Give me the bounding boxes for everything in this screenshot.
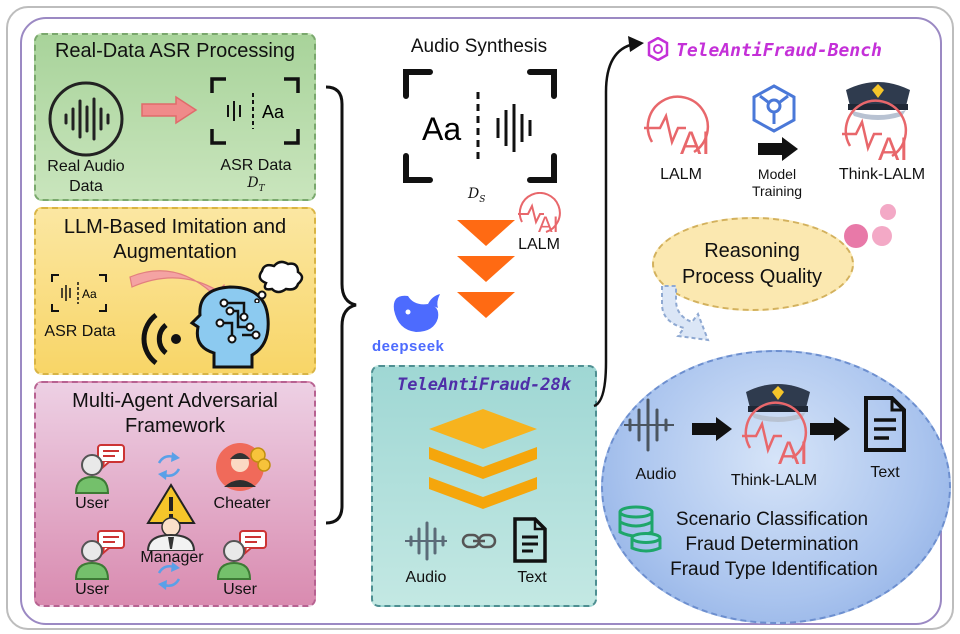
- flow-text-label: Text: [870, 464, 900, 481]
- asr-small-aa: Aa: [82, 287, 97, 301]
- link-icon: [461, 533, 497, 549]
- ds-symbol: DS: [468, 186, 486, 205]
- real-data-panel: Real-Data ASR Processing Real Audio Data…: [34, 33, 316, 201]
- user-label-bottom-left: User: [75, 581, 109, 598]
- manager-icon: [146, 483, 196, 551]
- asr-aa-text: Aa: [262, 102, 285, 122]
- model-training-icon: [752, 84, 796, 133]
- reasoning-text: Reasoning Process Quality: [681, 240, 823, 288]
- curly-brace: [325, 85, 357, 525]
- flow-audio-label: Audio: [635, 466, 677, 483]
- flow-document-icon: [864, 396, 906, 452]
- flow-think-label: Think-LALM: [730, 472, 818, 489]
- bench-title: TeleAntiFraud-Bench: [676, 40, 882, 61]
- synthesis-aa-text: Aa: [422, 111, 461, 147]
- inner-frame: [20, 17, 942, 625]
- pink-bubbles-icon: [844, 204, 896, 248]
- flow-think-ai-text: AI: [778, 435, 808, 470]
- dashed-down-arrow: [661, 285, 710, 342]
- flow-think-lalm-icon: AI: [742, 384, 810, 470]
- bench-lalm-label: LALM: [660, 166, 702, 183]
- think-ai-text: AI: [878, 131, 908, 166]
- cheater-label: Cheater: [213, 495, 271, 512]
- user-icon: [216, 530, 267, 580]
- asr-frame-icon: Aa: [210, 77, 300, 145]
- llm-panel: LLM-Based Imitation and Augmentation Aa …: [34, 207, 316, 375]
- signal-icon: [141, 313, 181, 365]
- training-arrow-icon: [758, 137, 798, 161]
- dataset-title: TeleAntiFraud-28k: [397, 375, 571, 395]
- think-lalm-label: Think-LALM: [838, 166, 926, 183]
- flow-audio-icon: [624, 398, 674, 452]
- task-fraud-determination: Fraud Determination: [685, 534, 859, 555]
- bench-badge-icon: [647, 37, 669, 61]
- multi-agent-panel: Multi-Agent Adversarial Framework User C…: [34, 381, 316, 607]
- asr-small-icon: Aa: [51, 274, 107, 312]
- user-icon: [74, 530, 125, 580]
- lalm-small-ai: AI: [538, 212, 559, 237]
- user-label-top-left: User: [75, 495, 109, 512]
- real-data-title: Real-Data ASR Processing: [54, 40, 296, 62]
- think-lalm-icon: AI: [842, 82, 910, 166]
- deepseek-label: deepseek: [372, 338, 445, 355]
- sync-arrows-icon: [157, 562, 181, 590]
- orange-triangles-icon: [457, 220, 515, 318]
- thought-cloud-icon: [254, 260, 304, 303]
- model-training-label: Model Training: [751, 166, 803, 199]
- lalm-ai-text: AI: [680, 125, 710, 161]
- audio-wave-icon: [405, 521, 447, 561]
- dataset-text-label: Text: [517, 569, 547, 586]
- database-icon: [618, 505, 662, 553]
- llm-title: LLM-Based Imitation and Augmentation: [63, 216, 287, 263]
- lalm-icon: AI: [644, 95, 710, 161]
- user-label-bottom-right: User: [223, 581, 257, 598]
- deepseek-whale-icon: [393, 294, 440, 332]
- sync-arrows-icon: [157, 452, 181, 480]
- dataset-panel: TeleAntiFraud-28k Audio Text: [371, 365, 597, 607]
- asr-dt-symbol: DT: [247, 175, 265, 194]
- curve-arrow: [593, 36, 644, 408]
- synthesis-frame-icon: Aa: [403, 69, 557, 183]
- lalm-small-label: LALM: [518, 236, 560, 253]
- outer-frame: [6, 6, 954, 630]
- manager-label: Manager: [140, 549, 204, 566]
- document-icon: [513, 517, 547, 563]
- task-fraud-type-identification: Fraud Type Identification: [670, 559, 878, 580]
- reasoning-cloud: [652, 217, 854, 311]
- task-scenario-classification: Scenario Classification: [675, 509, 869, 530]
- asr-data-label: ASR Data: [220, 157, 292, 174]
- ai-head-icon: [189, 285, 270, 369]
- lalm-small-icon: AI: [518, 192, 561, 237]
- dataset-audio-label: Audio: [405, 569, 447, 586]
- real-audio-icon: [48, 81, 124, 157]
- audio-synthesis-title: Audio Synthesis: [410, 36, 548, 57]
- user-icon: [74, 444, 125, 494]
- multi-agent-title: Multi-Agent Adversarial Framework: [72, 390, 278, 437]
- layers-icon: [429, 409, 537, 509]
- flow-arrow-1: [692, 417, 732, 441]
- arrow-right-icon: [141, 95, 198, 125]
- flow-arrow-2: [810, 417, 850, 441]
- llm-asr-label: ASR Data: [44, 323, 116, 340]
- real-audio-label: Real Audio Data: [47, 158, 125, 195]
- cheater-icon: [216, 443, 271, 491]
